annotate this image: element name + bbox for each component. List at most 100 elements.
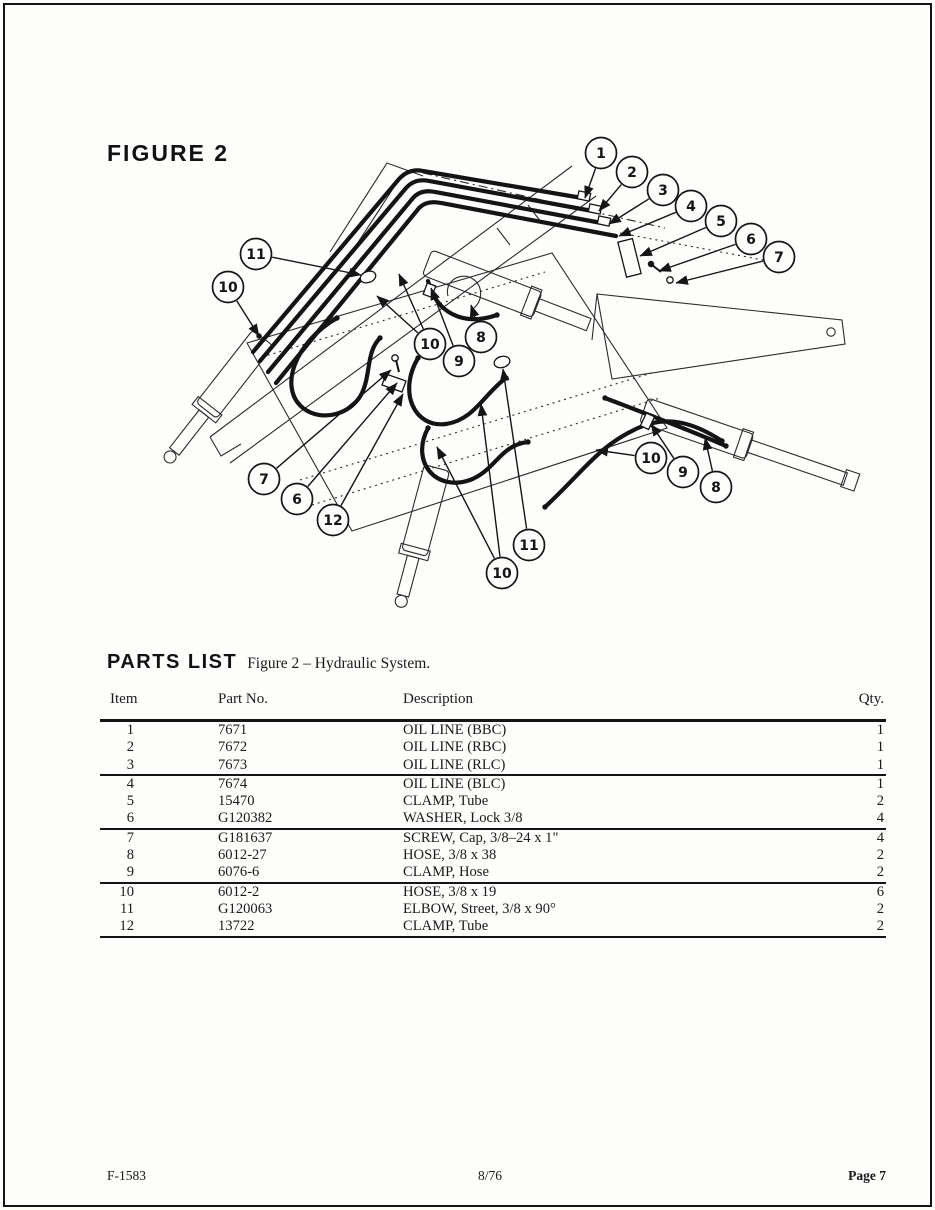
street-elbow — [359, 270, 377, 284]
washer — [666, 276, 674, 284]
column-header-item: Item — [110, 691, 138, 707]
callout-number: 2 — [627, 165, 637, 181]
table-column-headers: Item Part No. Description Qty. — [0, 691, 935, 711]
callout-circle-7 — [247, 462, 281, 496]
callout-number: 9 — [454, 354, 464, 370]
callout-number: 1 — [596, 146, 606, 162]
parts-list-subtitle: Figure 2 – Hydraulic System. — [247, 655, 431, 672]
callout-leader — [702, 437, 714, 472]
callout-leader — [469, 304, 480, 322]
callout-number: 3 — [658, 183, 668, 199]
column-header-qty: Qty. — [858, 691, 884, 707]
callout-circle-11 — [512, 528, 546, 562]
callout-number: 8 — [476, 330, 486, 346]
callout-circle-1 — [584, 136, 618, 170]
callout-circle-10 — [485, 556, 519, 590]
callout-circle-2 — [615, 155, 649, 189]
callout-number: 10 — [641, 451, 661, 467]
hose-clamp — [639, 412, 656, 431]
callout-number: 10 — [218, 280, 238, 296]
callout-leader — [618, 211, 677, 237]
callout-circle-6 — [734, 222, 768, 256]
callout-leader — [658, 243, 736, 272]
callout-leader — [430, 287, 454, 346]
callout-number: 11 — [519, 538, 538, 554]
callout-circle-3 — [646, 173, 680, 207]
callout-leader — [595, 446, 635, 457]
callout-leader — [236, 300, 260, 337]
callout-leader — [650, 423, 675, 459]
callout-leader — [477, 403, 501, 557]
parts-list-title: PARTS LIST — [107, 651, 238, 673]
parts-list-header: PARTS LIST Figure 2 – Hydraulic System. — [107, 651, 430, 674]
callout-leader — [340, 393, 404, 506]
callout-number: 7 — [774, 250, 784, 266]
callout-leader — [675, 260, 764, 285]
callout-number: 6 — [292, 492, 302, 508]
callout-leader — [584, 168, 597, 199]
callout-circle-8 — [464, 320, 498, 354]
callout-leader — [608, 198, 650, 225]
callout-circle-10 — [634, 441, 668, 475]
callout-number: 5 — [716, 214, 726, 230]
callout-leader — [398, 273, 424, 330]
oil-lines — [250, 168, 619, 386]
callout-number: 12 — [323, 513, 342, 529]
callout-circle-10 — [413, 327, 447, 361]
tube-clamp-bracket — [381, 373, 407, 393]
callout-number: 10 — [492, 566, 512, 582]
callout-circle-5 — [704, 204, 738, 238]
callout-number: 6 — [746, 232, 756, 248]
callout-leader — [276, 369, 392, 469]
callout-number: 11 — [246, 247, 265, 263]
callout-circle-11 — [239, 237, 273, 271]
hose-end-fittings — [256, 312, 729, 510]
page-number: Page 7 — [848, 1168, 886, 1183]
callout-number: 9 — [678, 465, 688, 481]
form-number: F-1583 — [107, 1168, 147, 1183]
callout-number: 10 — [420, 337, 440, 353]
callout-leader — [499, 368, 528, 529]
hoses — [289, 278, 729, 510]
tube-clamp-plate — [617, 237, 642, 278]
callout-leader — [639, 226, 707, 257]
callout-circle-9 — [666, 455, 700, 489]
callout-circle-8 — [699, 470, 733, 504]
callout-circle-10 — [211, 270, 245, 304]
callout-leader — [598, 184, 622, 212]
callout-circle-7 — [762, 240, 796, 274]
callout-circle-12 — [316, 503, 350, 537]
callout-leader — [376, 295, 419, 334]
callout-number: 8 — [711, 480, 721, 496]
figure-title: FIGURE 2 — [107, 140, 230, 166]
column-header-part-no: Part No. — [218, 691, 268, 707]
callout-leader — [307, 382, 398, 487]
callout-circle-4 — [674, 189, 708, 223]
callout-leader — [436, 446, 496, 559]
street-elbow — [493, 355, 511, 369]
callout-number: 7 — [259, 472, 269, 488]
callout-leader — [272, 256, 362, 278]
frame-outline — [163, 162, 861, 608]
revision-date: 8/76 — [477, 1168, 502, 1183]
callout-number: 4 — [686, 199, 696, 215]
callout-circle-9 — [442, 344, 476, 378]
callout-circle-6 — [280, 482, 314, 516]
screw-head — [391, 354, 399, 362]
column-header-description: Description — [403, 691, 473, 707]
